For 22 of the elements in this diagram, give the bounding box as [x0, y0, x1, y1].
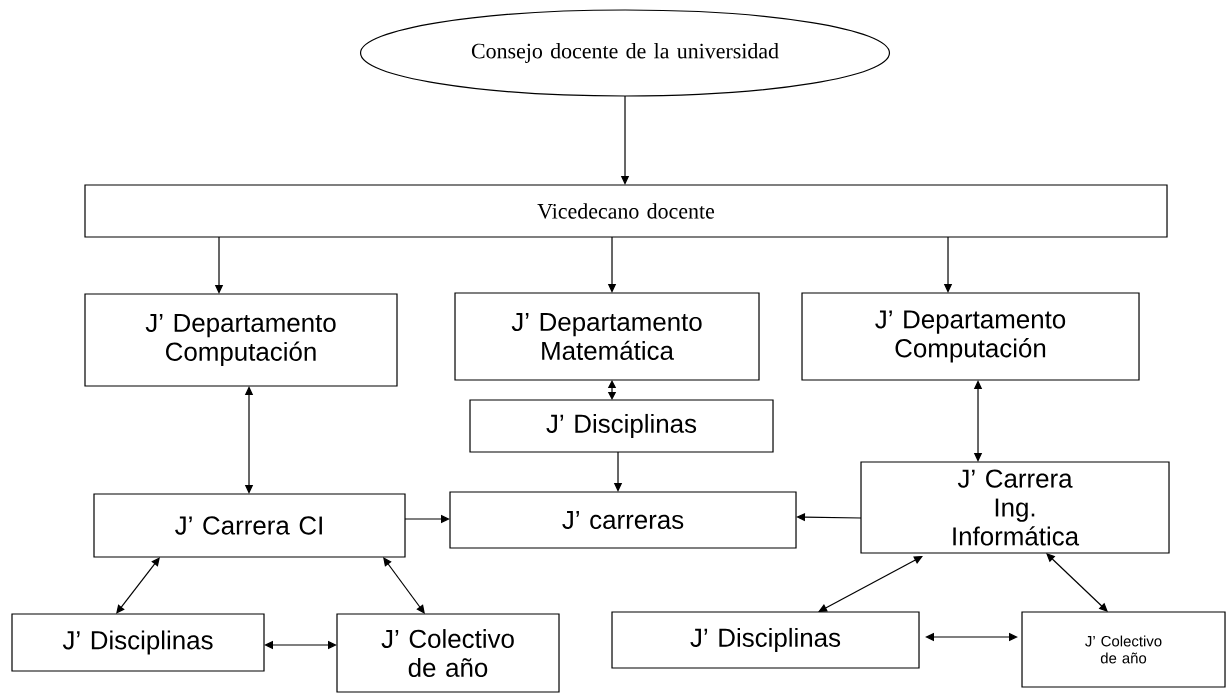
arrow — [607, 380, 617, 400]
process-box: J’ carreras — [449, 491, 797, 549]
process-box: Vicedecano docente — [84, 184, 1168, 238]
process-box: J’ Disciplinas — [611, 611, 920, 669]
process-box: J’ Carrera Ing. Informática — [860, 461, 1170, 554]
arrow — [973, 380, 983, 462]
process-box: J’ Departamento Matemática — [454, 292, 760, 381]
arrow — [264, 640, 337, 650]
process-box: J’ Disciplinas — [11, 613, 265, 672]
arrow — [925, 632, 1018, 642]
process-box: J’ Colectivo de año — [336, 613, 560, 693]
process-box: J’ Colectivo de año — [1021, 611, 1226, 688]
process-box: J’ Carrera CI — [93, 493, 406, 558]
oval-node: Consejo docente de la universidad — [359, 9, 891, 97]
arrow — [383, 557, 425, 614]
arrow — [116, 557, 160, 614]
arrow — [244, 386, 254, 494]
process-box: J’ Departamento Computación — [84, 293, 398, 387]
process-box: J’ Disciplinas — [469, 399, 774, 453]
process-box: J’ Departamento Computación — [801, 292, 1140, 381]
arrow — [818, 556, 923, 612]
arrow — [1046, 553, 1108, 612]
